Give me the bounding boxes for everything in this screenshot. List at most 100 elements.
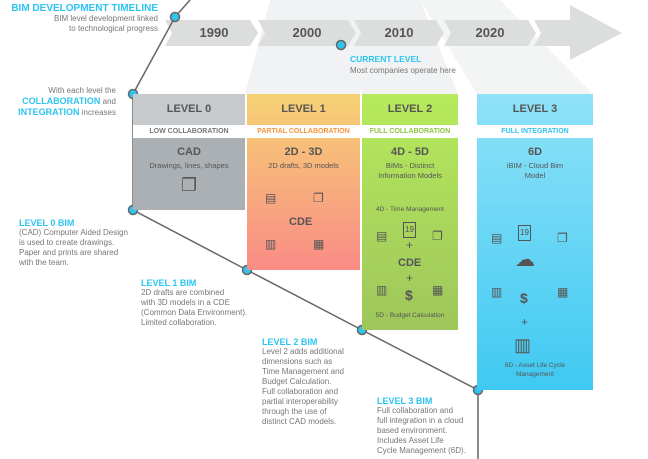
level-subtitle: LOW COLLABORATION: [133, 125, 245, 138]
header-subtitle-2: to technological progress: [69, 24, 158, 33]
highlight-collaboration: COLLABORATION: [22, 96, 101, 106]
chevron-1990: [165, 20, 258, 46]
file-icon: ▥: [376, 283, 388, 297]
bim-line: Includes Asset Life: [377, 436, 444, 445]
chevron-2000: [258, 20, 356, 46]
level-0-bim-text: LEVEL 0 BIM (CAD) Computer Aided Design …: [19, 218, 128, 268]
current-level: CURRENT LEVEL Most companies operate her…: [350, 54, 456, 76]
level-0-card: LEVEL 0 LOW COLLABORATION CAD Drawings, …: [133, 94, 245, 210]
level-subtitle: FULL COLLABORATION: [362, 125, 458, 138]
budget-calculation-note: 5D - Budget Calculation: [375, 312, 445, 319]
bim-line: dimensions such as: [262, 357, 333, 366]
blueprint-icon: ▦: [557, 285, 569, 299]
bim-line: Full collaboration and: [262, 387, 339, 396]
intro-and: and: [102, 97, 116, 106]
asset-lifecycle-note: 6D - Asset Life Cycle: [504, 362, 566, 369]
intro-text: With each level the COLLABORATION and IN…: [0, 85, 116, 118]
bim-title: LEVEL 1 BIM: [141, 278, 197, 288]
plus-icon: +: [406, 271, 414, 285]
bim-line: with 3D models in a CDE: [141, 298, 230, 307]
arrow-head: [534, 5, 622, 60]
level-description: iBIM - Cloud Bim: [506, 161, 564, 170]
chevron-2020: [444, 20, 536, 46]
buildings-icon: ▥: [514, 335, 532, 355]
level-description: BIMs - Distinct: [385, 161, 435, 170]
bim-title: LEVEL 3 BIM: [377, 396, 433, 406]
cloud-sync-icon: ☁: [515, 249, 535, 271]
level-2-bim-text: LEVEL 2 BIM Level 2 adds additional dime…: [262, 337, 344, 427]
level-heading: CAD: [177, 146, 201, 158]
bim-line: (CAD) Computer Aided Design: [19, 228, 128, 237]
bim-line: Cycle Management (6D).: [377, 446, 466, 455]
bim-line: Time Management and: [262, 367, 344, 376]
bim-line: Paper and prints are shared: [19, 248, 119, 257]
current-level-title: CURRENT LEVEL: [350, 54, 422, 64]
level-subtitle: PARTIAL COLLABORATION: [247, 125, 360, 138]
level-1-card: LEVEL 1 PARTIAL COLLABORATION 2D - 3D 2D…: [247, 94, 360, 270]
bim-line: based environment.: [377, 426, 448, 435]
level-description: 2D drafts, 3D models: [268, 161, 339, 170]
plus-icon: +: [521, 315, 529, 329]
bim-line: Limited collaboration.: [141, 318, 217, 327]
highlight-integration: INTEGRATION: [18, 107, 80, 117]
asset-lifecycle-note: Management: [516, 371, 554, 378]
level-description: Drawings, lines, shapes: [149, 161, 229, 170]
bim-line: (Common Data Environment).: [141, 308, 248, 317]
level-label: LEVEL 3: [512, 103, 558, 115]
dollar-icon: $: [520, 290, 528, 306]
intro-line: With each level the: [48, 86, 116, 95]
level-2-card: LEVEL 2 FULL COLLABORATION 4D - 5D BIMs …: [362, 94, 458, 330]
bim-line: Level 2 adds additional: [262, 347, 344, 356]
documents-icon: ❐: [432, 229, 443, 243]
level-description: Model: [524, 171, 546, 180]
cde-label: CDE: [289, 216, 313, 228]
bim-line: is used to create drawings.: [19, 238, 115, 247]
level-label: LEVEL 2: [387, 103, 433, 115]
level-3-card: LEVEL 3 FULL INTEGRATION 6D iBIM - Cloud…: [477, 94, 593, 390]
time-management-note: 4D - Time Management: [376, 206, 444, 213]
3d-file-icon: ▤: [376, 229, 388, 243]
bim-line: Budget Calculation.: [262, 377, 332, 386]
level-heading: 4D - 5D: [391, 146, 429, 158]
year-2010: 2010: [384, 25, 414, 40]
header: BIM DEVELOPMENT TIMELINE BIM level devel…: [0, 3, 158, 34]
blueprint-icon: ▦: [432, 283, 444, 297]
chevron-2010: [354, 20, 444, 46]
bim-title: LEVEL 0 BIM: [19, 218, 75, 228]
bim-line: with the team.: [19, 258, 69, 267]
level-3-bim-text: LEVEL 3 BIM Full collaboration and full …: [377, 396, 466, 456]
documents-icon: ❐: [313, 191, 324, 205]
level-description: Information Models: [378, 171, 442, 180]
bim-line: full integration in a cloud: [377, 416, 464, 425]
year-1990: 1990: [199, 25, 229, 40]
file-icon: ▥: [265, 237, 277, 251]
level-label: LEVEL 1: [281, 103, 326, 115]
3d-file-icon: ▤: [265, 191, 277, 205]
bim-line: through the use of: [262, 407, 327, 416]
calendar-icon: 19: [518, 225, 531, 241]
bim-line: partial interoperability: [262, 397, 339, 406]
bim-title: LEVEL 2 BIM: [262, 337, 318, 347]
documents-icon: ❐: [180, 175, 198, 195]
level-1-bim-text: LEVEL 1 BIM 2D drafts are combined with …: [141, 278, 247, 328]
documents-icon: ❐: [557, 231, 568, 245]
level-heading: 2D - 3D: [284, 146, 323, 158]
dollar-icon: $: [405, 287, 413, 303]
bim-line: Full collaboration and: [377, 406, 454, 415]
level-label: LEVEL 0: [133, 94, 245, 125]
blueprint-icon: ▦: [313, 237, 325, 251]
3d-file-icon: ▤: [491, 231, 503, 245]
year-2000: 2000: [292, 25, 322, 40]
plus-icon: +: [406, 238, 414, 252]
file-icon: ▥: [491, 285, 503, 299]
bim-line: 2D drafts are combined: [141, 288, 225, 297]
cde-label: CDE: [398, 257, 422, 269]
timeline-line: [132, 0, 479, 459]
intro-increases: increases: [81, 108, 116, 117]
level-heading: 6D: [527, 146, 543, 158]
calendar-icon: 19: [403, 222, 416, 238]
year-2020: 2020: [475, 25, 505, 40]
bim-line: distinct CAD models.: [262, 417, 337, 426]
level-subtitle: FULL INTEGRATION: [477, 125, 593, 138]
